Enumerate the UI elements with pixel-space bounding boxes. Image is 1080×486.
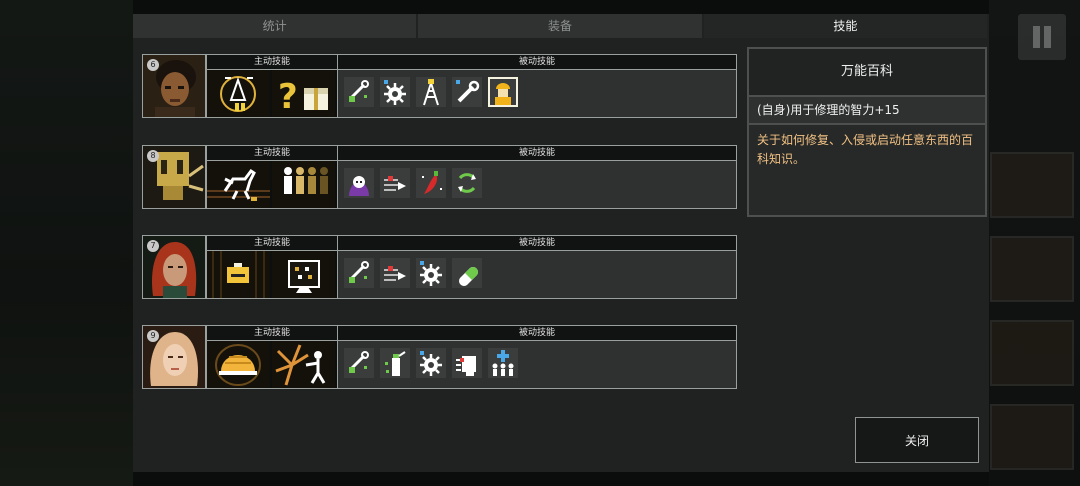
punch-icon[interactable] [452,348,482,378]
crew-level-badge: 6 [147,59,159,71]
spanner-icon[interactable] [452,77,482,107]
active-skills-header: 主动技能 [207,146,337,161]
crew-portrait[interactable]: 8 [142,145,206,209]
background-left [0,0,133,486]
hardhat-worker-icon[interactable] [488,77,518,107]
skills-modal: 统计 装备 技能 6 主动技能 ? 被动技能 8 主动技能 [133,14,989,472]
crew-row: 6 主动技能 ? 被动技能 [142,54,737,118]
team-heal-icon[interactable] [488,348,518,378]
medkit-icon[interactable] [207,251,270,298]
dash-arrow-icon[interactable] [380,168,410,198]
tab-skills[interactable]: 技能 [703,14,989,38]
shield-dome-icon[interactable] [207,341,270,388]
active-skills-panel: 主动技能 [206,235,338,299]
passive-skills-header: 被动技能 [338,55,736,70]
crew-portrait[interactable]: 7 [142,235,206,299]
active-skills-panel: 主动技能 [206,325,338,389]
passive-skills-header: 被动技能 [338,146,736,161]
reaper-icon[interactable] [344,168,374,198]
skill-info-description: 关于如何修复、入侵或启动任意东西的百科知识。 [757,133,974,166]
passive-skills-panel: 被动技能 [337,325,737,389]
wrench-spark-icon[interactable] [344,77,374,107]
active-skills-panel: 主动技能 [206,145,338,209]
shockwave-icon[interactable] [272,341,335,388]
passive-skills-panel: 被动技能 [337,145,737,209]
skill-info-panel: 万能百科 (自身)用于修理的智力+15 关于如何修复、入侵或启动任意东西的百科知… [747,47,987,217]
crew-level-badge: 7 [147,240,159,252]
background-crew-portrait [990,236,1074,302]
pill-icon[interactable] [452,258,482,288]
clone-army-icon[interactable] [272,161,335,208]
ladder-repair-icon[interactable] [416,77,446,107]
svg-text:?: ? [278,77,298,117]
background-crew-portrait [990,404,1074,470]
wrench-spark-icon[interactable] [344,348,374,378]
unicorn-leap-icon[interactable] [207,161,270,208]
tab-bar: 统计 装备 技能 [133,14,989,38]
skill-info-effect: (自身)用于修理的智力+15 [749,97,985,125]
extinguisher-icon[interactable] [380,348,410,378]
passive-skills-panel: 被动技能 [337,54,737,118]
crew-level-badge: 8 [147,150,159,162]
crew-portrait[interactable]: 6 [142,54,206,118]
active-skills-header: 主动技能 [207,326,337,341]
close-button[interactable]: 关闭 [855,417,979,463]
crew-portrait[interactable]: 9 [142,325,206,389]
crew-row: 9 主动技能 被动技能 [142,325,737,389]
crew-row: 8 主动技能 被动技能 [142,145,737,209]
dash-arrow-icon[interactable] [380,258,410,288]
wrench-spark-icon[interactable] [344,258,374,288]
background-crew-portrait [990,152,1074,218]
gear-icon[interactable] [416,348,446,378]
active-skills-panel: 主动技能 ? [206,54,338,118]
mystery-crate-icon[interactable]: ? [272,70,335,117]
tab-equipment[interactable]: 装备 [418,14,704,38]
drone-target-icon[interactable] [207,70,270,117]
gear-icon[interactable] [416,258,446,288]
skill-info-title: 万能百科 [749,49,985,97]
active-skills-header: 主动技能 [207,236,337,251]
hacking-screen-icon[interactable] [272,251,335,298]
crew-row: 7 主动技能 被动技能 [142,235,737,299]
pause-icon [1018,14,1066,60]
passive-skills-header: 被动技能 [338,236,736,251]
chili-icon[interactable] [416,168,446,198]
passive-skills-header: 被动技能 [338,326,736,341]
crew-level-badge: 9 [147,330,159,342]
active-skills-header: 主动技能 [207,55,337,70]
passive-skills-panel: 被动技能 [337,235,737,299]
background-crew-portrait [990,320,1074,386]
tab-stats[interactable]: 统计 [133,14,419,38]
recycle-icon[interactable] [452,168,482,198]
gear-icon[interactable] [380,77,410,107]
